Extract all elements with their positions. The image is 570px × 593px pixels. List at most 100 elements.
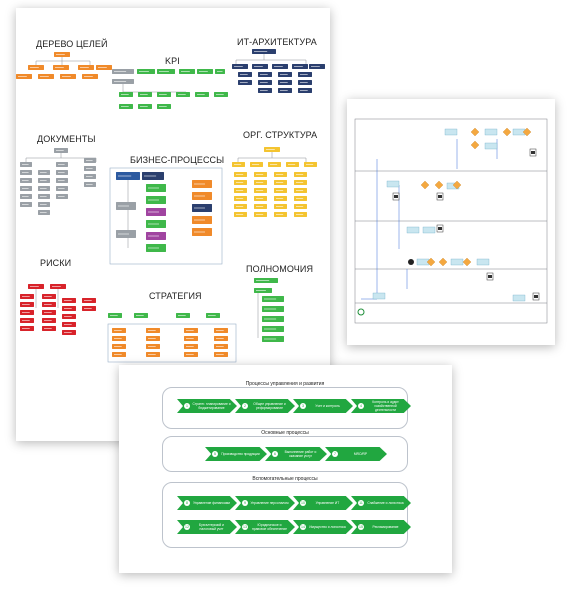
process-number: 8 [184,500,190,506]
bpmn-task [484,128,498,136]
node-text-line [240,74,248,75]
process-label: Бухгалтерский и налоговый учет [199,523,224,531]
process-arrow[interactable]: 12 Бухгалтерский и налоговый учет [177,520,237,534]
process-number: 11 [358,500,364,506]
node-text-line [256,290,266,291]
node-text-line [288,164,296,165]
node-text-line [260,90,268,91]
node-text-line [240,82,248,83]
node-text-line [22,312,30,313]
node-text-line [264,338,277,340]
bpmn-gateway [426,257,436,267]
bpmn-task [484,142,498,150]
connector-line [35,57,63,65]
node-text-line [216,94,224,95]
doc-lines [438,195,442,198]
node-text-line [194,207,205,209]
org-structure-title: ОРГ. СТРУКТУРА [243,130,318,140]
bpmn-gateway [470,140,480,150]
process-label: Управление финансами [193,501,230,505]
bpmn-start-icon [357,308,365,316]
group-core: Основные процессы [162,430,408,472]
connector-line [272,157,307,162]
connector-line [264,59,307,64]
node-text-line [236,190,244,191]
node-text-line [40,204,47,205]
node-text-line [300,74,308,75]
process-label: Рекламирование [372,525,399,529]
node-text-line [280,82,288,83]
node-text-line [178,94,186,95]
node-text-line [256,190,264,191]
node-text-line [139,71,149,72]
node-text-line [264,308,277,310]
node-text-line [270,164,278,165]
node-text-line [260,82,268,83]
node-text-line [110,315,118,316]
node-text-line [22,204,29,205]
node-text-line [296,174,304,175]
node-text-line [181,71,190,72]
bpmn-task [372,292,386,300]
node-text-line [274,66,283,67]
node-text-line [256,280,270,281]
process-label: MRO/RP [353,452,368,456]
node-text-line [140,106,148,107]
node-text-line [64,324,72,325]
node-text-line [114,71,127,72]
node-text-line [296,198,304,199]
bpmn-gateway [470,127,480,137]
node-text-line [236,206,244,207]
kpi-title: KPI [165,56,180,66]
process-map-sheet: Процессы управления и развития Основные … [119,365,452,573]
node-text-line [40,180,47,181]
node-text-line [276,198,284,199]
connector-line [62,60,91,65]
node-text-line [216,346,224,347]
process-label: Снабжение и логистика [367,501,404,505]
documents-title: ДОКУМЕНТЫ [37,134,96,144]
node-text-line [44,328,52,329]
node-text-line [62,76,71,77]
process-number: 4 [358,403,364,409]
node-text-line [114,81,127,82]
node-text-line [260,74,268,75]
node-text-line [254,51,268,52]
node-text-line [311,66,320,67]
node-text-line [236,174,244,175]
bpmn-gateway [462,257,472,267]
node-text-line [300,82,308,83]
node-text-line [276,174,284,175]
node-text-line [22,328,30,329]
group-title: Основные процессы [261,430,309,436]
node-text-line [18,76,27,77]
node-text-line [256,214,264,215]
bpmn-task [386,180,400,188]
bpmn-task [444,128,458,136]
node-text-line [56,54,65,55]
node-text-line [86,160,93,161]
node-text-line [266,149,275,150]
bpmn-gateway [420,180,430,190]
node-text-line [280,90,288,91]
process-label: Имущество и логистика [309,525,346,529]
node-text-line [64,316,72,317]
process-number: 12 [184,524,190,530]
authority-title: ПОЛНОМОЧИЯ [246,264,314,274]
node-text-line [22,320,30,321]
node-text-line [58,196,65,197]
